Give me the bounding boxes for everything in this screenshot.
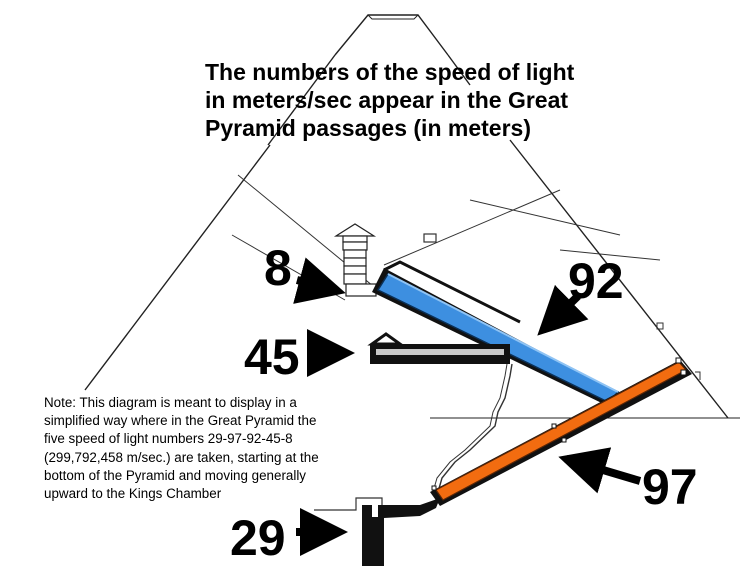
pyramid-top-notch [367, 14, 419, 20]
explanatory-note: Note: This diagram is meant to display i… [44, 394, 384, 503]
note-line-5: bottom of the Pyramid and moving general… [44, 467, 307, 483]
title-line-3: Pyramid passages (in meters) [205, 115, 531, 141]
well-shaft [437, 363, 513, 493]
title-line-2: in meters/sec appear in the Great [205, 87, 569, 113]
note-line-4: (299,792,458 m/sec.) are taken, starting… [44, 449, 319, 465]
label-kings-chamber-8: 8 [264, 240, 292, 296]
label-grand-gallery-92: 92 [568, 253, 624, 309]
arrow-8 [293, 257, 346, 304]
label-queens-chamber-45: 45 [244, 329, 300, 385]
pyramid-left-edge [84, 14, 449, 391]
arrow-97 [558, 447, 642, 494]
ascending-passage [430, 357, 692, 506]
grand-gallery [372, 260, 624, 408]
pyramid-outline [84, 14, 740, 419]
arrow-92 [537, 284, 589, 336]
label-ascending-passage-97: 97 [642, 459, 698, 515]
note-line-3: five speed of light numbers 29-97-92-45-… [44, 431, 293, 447]
note-line-2: simplified way where in the Great Pyrami… [44, 413, 317, 429]
pyramid-left-edge-upper [267, 54, 336, 146]
note-line-1: Note: This diagram is meant to display i… [44, 395, 297, 410]
queens-chamber-passage [367, 332, 510, 364]
kings-chamber-stack [333, 223, 377, 297]
pointer-arrows [293, 257, 642, 556]
label-descending-passage-29: 29 [230, 510, 286, 566]
title-line-1: The numbers of the speed of light [205, 59, 575, 85]
note-line-6: upward to the Kings Chamber [44, 486, 222, 502]
pyramid-right-edge [447, 54, 729, 419]
diagram-title: The numbers of the speed of light in met… [205, 58, 665, 142]
